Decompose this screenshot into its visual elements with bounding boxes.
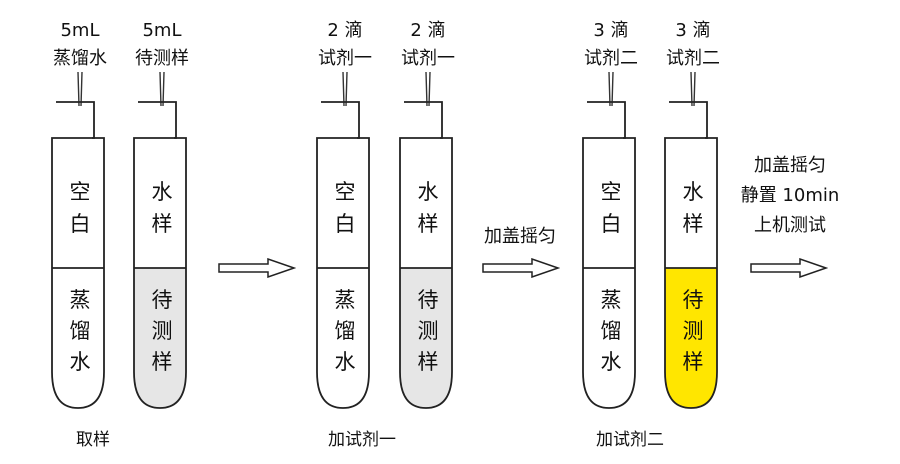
tube-lower-text: 待测样 — [682, 288, 704, 374]
test-tube — [399, 101, 453, 409]
tube-lower-text: 蒸馏水 — [600, 288, 622, 374]
arrow-label: 加盖摇匀 — [754, 155, 826, 176]
step-label: 取样 — [76, 430, 110, 450]
tube-top-label-line: 2 滴 — [327, 20, 363, 41]
tube-top-label-line: 待测样 — [135, 48, 189, 69]
dropper-icon — [77, 72, 83, 107]
tube-upper-text: 水样 — [682, 180, 704, 236]
tube-upper-text: 空白 — [334, 180, 356, 236]
tube-top-label: 2 滴试剂一 — [305, 17, 385, 73]
tube-top-label-line: 2 滴 — [410, 20, 446, 41]
tube-top-label-line: 试剂一 — [401, 48, 455, 69]
step-label: 加试剂二 — [596, 430, 664, 450]
test-tube — [316, 101, 370, 409]
tube-top-label-line: 试剂一 — [318, 48, 372, 69]
tube-top-label-line: 5mL — [60, 20, 100, 41]
dropper-icon — [425, 72, 431, 107]
dropper-icon — [608, 72, 614, 107]
tube-top-label: 3 滴试剂二 — [571, 17, 651, 73]
tube-top-label-line: 3 滴 — [593, 20, 629, 41]
test-tube — [664, 101, 718, 409]
tube-lower-text: 待测样 — [417, 288, 439, 374]
tube-lower-text: 蒸馏水 — [334, 288, 356, 374]
arrow-label: 上机测试 — [754, 215, 826, 236]
tube-top-label-line: 试剂二 — [584, 48, 638, 69]
tube-top-label: 5mL 待测样 — [122, 17, 202, 73]
process-arrow-icon — [750, 258, 828, 278]
tube-top-label-line: 5mL — [142, 20, 182, 41]
process-arrow-icon — [482, 258, 560, 278]
tube-top-label-line: 试剂二 — [666, 48, 720, 69]
arrow-label: 加盖摇匀 — [484, 226, 556, 247]
step-label: 加试剂一 — [328, 430, 396, 450]
tube-top-label-line: 3 滴 — [675, 20, 711, 41]
process-arrow-icon — [218, 258, 296, 278]
tube-top-label: 2 滴试剂一 — [388, 17, 468, 73]
tube-lower-text: 蒸馏水 — [69, 288, 91, 374]
test-tube — [133, 101, 187, 409]
tube-top-label: 3 滴试剂二 — [653, 17, 733, 73]
test-tube — [51, 101, 105, 409]
dropper-icon — [690, 72, 696, 107]
dropper-icon — [342, 72, 348, 107]
tube-top-label-line: 蒸馏水 — [53, 48, 107, 69]
dropper-icon — [159, 72, 165, 107]
test-tube — [582, 101, 636, 409]
tube-upper-text: 空白 — [69, 180, 91, 236]
arrow-label: 静置 10min — [740, 185, 840, 206]
tube-lower-text: 待测样 — [151, 288, 173, 374]
tube-upper-text: 空白 — [600, 180, 622, 236]
tube-top-label: 5mL 蒸馏水 — [40, 17, 120, 73]
tube-upper-text: 水样 — [417, 180, 439, 236]
tube-upper-text: 水样 — [151, 180, 173, 236]
